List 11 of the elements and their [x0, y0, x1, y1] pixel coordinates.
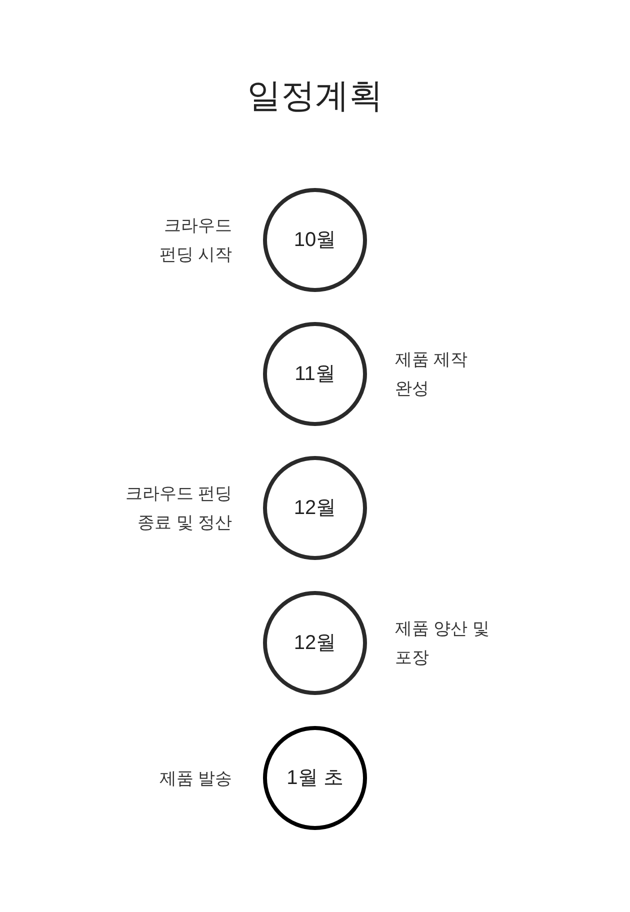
month-label: 10월 [294, 228, 336, 253]
month-label: 12월 [294, 496, 336, 521]
month-label: 1월 초 [286, 766, 344, 791]
milestone-text: 제품 발송 [158, 768, 232, 790]
milestone-text: 제품 제작 완성 [395, 349, 469, 400]
milestone-text: 제품 양산 및 포장 [395, 618, 490, 669]
month-label: 11월 [294, 362, 336, 387]
milestone-text: 크라우드 펀딩 시작 [158, 215, 232, 266]
month-label: 12월 [294, 631, 336, 656]
title: 일정계획 [246, 76, 384, 117]
milestone-text: 크라우드 펀딩 종료 및 정산 [124, 483, 232, 534]
